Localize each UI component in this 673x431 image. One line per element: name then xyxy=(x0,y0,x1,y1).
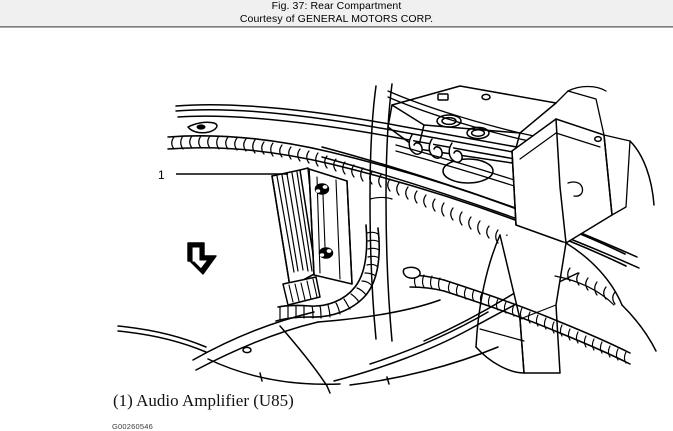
amplifier-cooling-fins xyxy=(276,171,313,273)
figure-caption: (1) Audio Amplifier (U85) xyxy=(113,391,294,410)
drawing-strokes xyxy=(117,83,657,394)
floor-panel-hole xyxy=(242,346,252,354)
deck-hole-1 xyxy=(481,93,491,101)
rail-clip-grommet xyxy=(196,124,206,130)
wheelwell-panel xyxy=(499,234,567,374)
quarter-trim-top-inner xyxy=(519,132,601,160)
deck-grommet-outer xyxy=(436,114,462,128)
harness-branch-ribs xyxy=(311,231,380,319)
wheelwell-crease xyxy=(554,275,615,306)
bracket-rib-2 xyxy=(335,179,341,280)
bracket-upper-bolt xyxy=(314,183,330,195)
bracket-left-edge xyxy=(308,168,315,276)
pillar-cross-seam xyxy=(369,196,393,200)
deck-slot-1 xyxy=(437,93,449,101)
deck-wire-clip-3 xyxy=(448,142,463,163)
lower-left-rail-bottom xyxy=(117,330,207,353)
figure-header-title: Fig. 37: Rear Compartment xyxy=(271,0,402,12)
deck-large-hole xyxy=(442,158,494,184)
deck-panel-top xyxy=(391,85,557,134)
bracket-bolt-seam xyxy=(322,194,326,248)
harness-left-edge-a xyxy=(277,304,311,308)
figure-image-id: G00260546 xyxy=(112,422,154,431)
pillar-right-edge xyxy=(385,83,393,342)
harness-branch-edge-outer xyxy=(309,224,368,307)
figure-header-band: Fig. 37: Rear Compartment Courtesy of GE… xyxy=(0,0,673,26)
floor-panel-edge-upper xyxy=(192,311,315,361)
floor-panel-crease-2 xyxy=(369,311,489,365)
floor-tick-3 xyxy=(259,372,263,382)
wheelwell-bottom-contour xyxy=(475,346,525,374)
floor-panel-fold xyxy=(207,358,341,386)
pillar-left-edge xyxy=(369,85,377,340)
floor-tick-2 xyxy=(386,376,390,385)
lower-left-rail-top xyxy=(117,325,207,348)
quarter-trim-hook xyxy=(567,181,584,197)
wheelwell-seam-1 xyxy=(519,304,557,320)
right-top-bracket-lip xyxy=(567,85,607,92)
quarter-trim-mid-fold xyxy=(555,118,567,244)
harness-lower-edge-top xyxy=(443,279,631,354)
rule-mid-line xyxy=(0,27,673,28)
quarter-trim-right-face xyxy=(603,134,631,216)
far-right-contour-1 xyxy=(629,140,655,206)
quarter-trim-right-edge xyxy=(603,134,613,216)
floor-panel-upper-contour xyxy=(317,299,441,323)
callout-1-number: 1 xyxy=(158,168,165,182)
wheelwell-seam-2 xyxy=(519,318,525,374)
rule-light-line xyxy=(0,28,673,29)
figure-drawing-area: 1 (1) Audio Amplifier (U85) G00260546 xyxy=(0,29,673,431)
rear-compartment-line-drawing: 1 xyxy=(117,83,657,394)
bracket-lower-bolt xyxy=(318,247,334,259)
harness-upper-edge-bottom xyxy=(167,146,627,267)
floor-panel-lower-contour xyxy=(349,346,499,386)
figure-header-courtesy: Courtesy of GENERAL MOTORS CORP. xyxy=(239,12,434,25)
far-right-contour-2 xyxy=(621,304,657,352)
deck-grommet-inner xyxy=(441,116,457,126)
rule-dark-line xyxy=(0,26,673,27)
floor-tick-1 xyxy=(326,385,331,394)
floor-panel-crease-3 xyxy=(423,286,525,342)
harness-lower-edge-bottom xyxy=(443,290,631,365)
right-top-bracket xyxy=(555,90,605,136)
floor-panel-crease-1 xyxy=(279,325,328,387)
deck-grommet2-inner xyxy=(470,129,486,137)
lower-harness-clip xyxy=(402,266,421,279)
quarter-trim-main xyxy=(511,118,613,244)
connector-pins xyxy=(288,278,318,303)
wheelwell-right-contour xyxy=(565,242,623,306)
amplifier-mounting-bracket xyxy=(308,168,353,285)
harness-lower-stub-bottom xyxy=(409,286,445,292)
wheelwell-left-contour xyxy=(475,234,501,348)
bracket-right-edge xyxy=(346,180,353,285)
quarter-trim-left-edge xyxy=(511,150,517,226)
deck-grommet2-outer xyxy=(466,126,490,140)
floor-panel-edge-lower xyxy=(195,321,319,371)
quarter-trim-hole xyxy=(594,135,602,143)
callout-1-group: 1 xyxy=(158,168,288,182)
harness-lower-ribs xyxy=(447,281,627,364)
header-separator-rule xyxy=(0,26,673,29)
deck-panel-left xyxy=(387,104,419,150)
wheelwell-lower-seam xyxy=(479,328,525,342)
amplifier-left-edge xyxy=(271,175,291,288)
block-arrow-icon xyxy=(187,242,217,275)
